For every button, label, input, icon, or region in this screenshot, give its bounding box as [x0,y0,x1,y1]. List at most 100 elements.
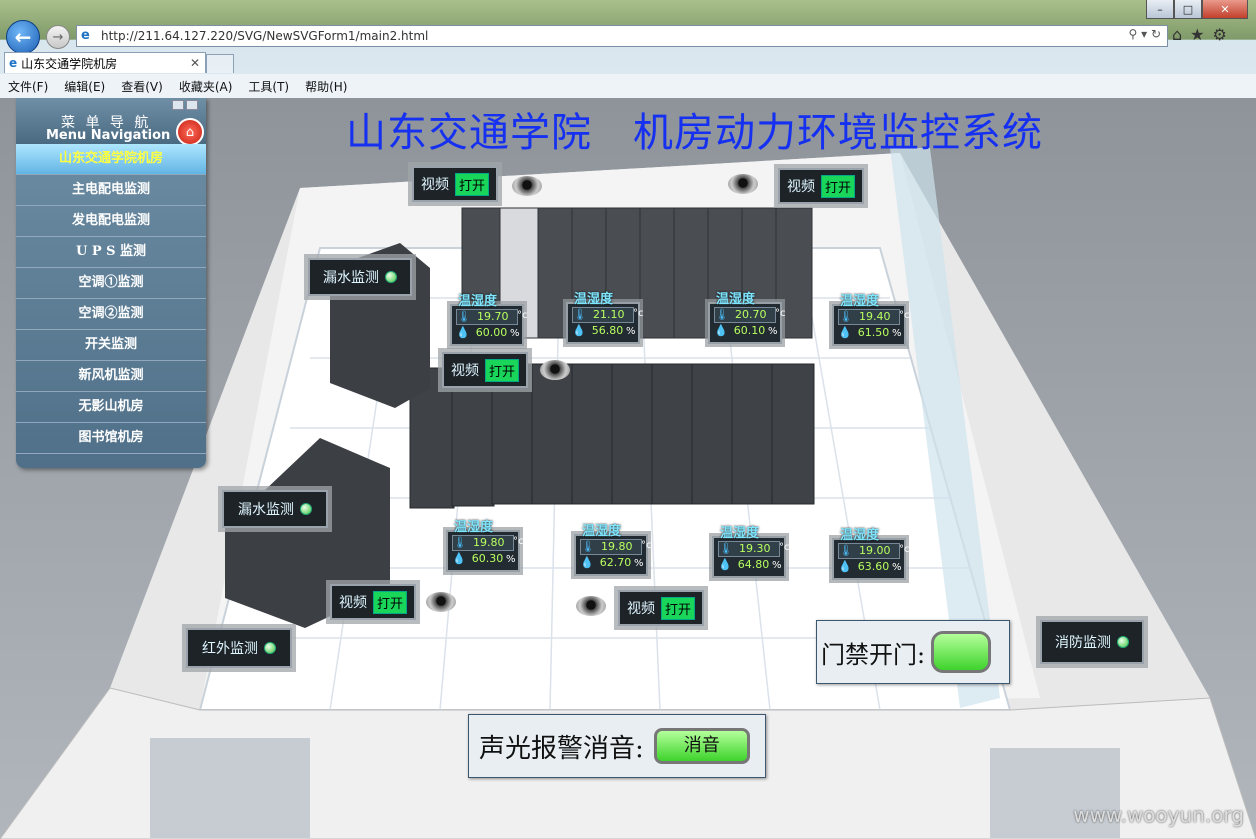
thermometer-icon: 🌡 [715,308,729,321]
water-drop-icon: 💧 [838,560,852,573]
sidebar-item-fresh-air[interactable]: 新风机监测 [16,361,206,392]
door-label: 门禁开门: [821,640,926,669]
sidebar-item-library[interactable]: 图书馆机房 [16,423,206,454]
video-widget-3: 视频 打开 [442,352,528,388]
hum-row: 💧61.50 [838,326,898,340]
thermometer-icon: 🌡 [719,542,733,555]
address-bar[interactable]: e http://211.64.127.220/SVG/NewSVGForm1/… [76,25,1168,47]
leak-monitor-widget-2[interactable]: 漏水监测 [222,490,328,528]
water-drop-icon: 💧 [714,324,728,337]
th-label: 温湿度 [454,520,494,535]
menu-file[interactable]: 文件(F) [8,79,49,94]
video-widget-4: 视频 打开 [330,584,416,620]
status-led-icon [1117,636,1129,648]
thermometer-icon: 🌡 [453,536,467,549]
close-window-button[interactable]: ✕ [1202,0,1248,19]
hum-value: 64.80 [737,558,770,571]
browser-tab[interactable]: e 山东交通学院机房 ✕ [4,52,206,73]
th-label: 温湿度 [840,294,880,309]
favorites-star-icon[interactable]: ★ [1190,25,1205,44]
sidebar-window-controls[interactable] [172,100,198,110]
video-open-button[interactable]: 打开 [454,172,489,196]
sidebar-item-ac2[interactable]: 空调②监测 [16,299,206,330]
sidebar-item-main-room[interactable]: 山东交通学院机房 [16,144,206,175]
fire-label: 消防监测 [1055,635,1111,651]
th-label: 温湿度 [716,292,756,307]
hum-unit: % [772,560,782,571]
forward-arrow-icon[interactable]: → [46,25,70,49]
th-label: 温湿度 [720,526,760,541]
temp-unit: °c [899,544,910,555]
water-drop-icon: 💧 [718,558,732,571]
temp-row: 🌡21.10 [572,307,634,323]
temp-unit: °c [517,310,528,321]
leak-monitor-widget-1[interactable]: 漏水监测 [308,258,412,296]
temp-value: 19.40 [858,310,891,323]
status-led-icon [264,642,276,654]
hum-unit: % [892,562,902,573]
gear-icon[interactable]: ⚙ [1212,25,1227,44]
th-sensor-1[interactable]: 温湿度 🌡19.70 °c 💧60.00 % [450,294,528,346]
silence-button[interactable]: 消音 [653,728,750,764]
watermark-text: www.wooyun.org [1073,803,1244,827]
temp-row: 🌡19.40 [838,309,900,325]
sidebar-title-en: Menu Navigation [46,128,171,143]
th-sensor-8[interactable]: 温湿度 🌡19.00 °c 💧63.60 % [832,528,910,580]
hum-row: 💧63.60 [838,560,898,574]
water-drop-icon: 💧 [580,556,594,569]
alarm-label: 声光报警消音: [479,733,644,764]
video-label: 视频 [420,177,449,193]
navigation-sidebar: 菜 单 导 航 Menu Navigation ⌂ 山东交通学院机房 主电配电监… [16,98,206,468]
maximize-button[interactable]: □ [1174,0,1202,19]
home-icon[interactable]: ⌂ [1172,25,1183,44]
home-icon[interactable]: ⌂ [176,118,204,146]
th-sensor-3[interactable]: 温湿度 🌡20.70 °c 💧60.10 % [708,292,786,344]
search-refresh-icons[interactable]: ⚲ ▾ ↻ [1128,27,1162,41]
temp-value: 19.30 [738,542,771,555]
menu-favorites[interactable]: 收藏夹(A) [178,79,233,94]
infrared-label: 红外监测 [202,641,258,657]
infrared-monitor-widget[interactable]: 红外监测 [186,628,292,668]
hum-row: 💧 64.80 [718,558,778,572]
sidebar-item-wuyingshan[interactable]: 无影山机房 [16,392,206,423]
th-sensor-6[interactable]: 温湿度 🌡19.80 °c 💧62.70 % [574,524,652,576]
close-tab-icon[interactable]: ✕ [189,56,200,70]
th-sensor-2[interactable]: 温湿度 🌡21.10 °c 💧56.80 % [566,292,644,344]
th-sensor-4[interactable]: 温湿度 🌡19.40 °c 💧61.50 % [832,294,910,346]
menu-help[interactable]: 帮助(H) [305,79,348,94]
door-open-button[interactable] [931,631,992,673]
th-sensor-5[interactable]: 温湿度 🌡19.80 °c 💧60.30 % [446,520,524,572]
sidebar-item-generator[interactable]: 发电配电监测 [16,206,206,237]
toolbar-icons: ⌂ ★ ⚙ [1172,25,1227,44]
water-drop-icon: 💧 [452,552,466,565]
hum-row: 💧62.70 [580,556,640,570]
video-open-button[interactable]: 打开 [484,358,519,382]
menu-view[interactable]: 查看(V) [121,79,163,94]
video-label: 视频 [786,179,815,195]
video-open-button[interactable]: 打开 [372,590,407,614]
temp-unit: °c [899,310,910,321]
menu-edit[interactable]: 编辑(E) [64,79,106,94]
hum-row: 💧60.30 [452,552,512,566]
video-open-button[interactable]: 打开 [660,596,695,620]
ie-tab-icon: e [9,56,18,70]
page-content: 菜 单 导 航 Menu Navigation ⌂ 山东交通学院机房 主电配电监… [0,98,1256,839]
video-open-button[interactable]: 打开 [820,174,855,198]
sidebar-item-switch[interactable]: 开关监测 [16,330,206,361]
sidebar-item-ups[interactable]: U P S 监测 [16,237,206,268]
hum-row: 💧60.00 [456,326,516,340]
camera-icon [540,360,570,380]
new-tab-button[interactable] [206,54,234,73]
minimize-button[interactable]: – [1146,0,1174,19]
menu-bar: 文件(F) 编辑(E) 查看(V) 收藏夹(A) 工具(T) 帮助(H) [0,74,1256,99]
th-label: 温湿度 [582,524,622,539]
sidebar-item-main-power[interactable]: 主电配电监测 [16,175,206,206]
th-sensor-7[interactable]: 温湿度 🌡19.30 °c 💧64.80 % [712,526,790,578]
water-drop-icon: 💧 [572,324,586,337]
back-arrow-icon[interactable]: ← [6,20,40,54]
fire-monitor-widget[interactable]: 消防监测 [1040,620,1144,664]
ie-logo-icon: e [81,28,90,43]
sidebar-item-ac1[interactable]: 空调①监测 [16,268,206,299]
menu-tools[interactable]: 工具(T) [248,79,290,94]
temp-row: 🌡 19.30 [718,541,780,557]
